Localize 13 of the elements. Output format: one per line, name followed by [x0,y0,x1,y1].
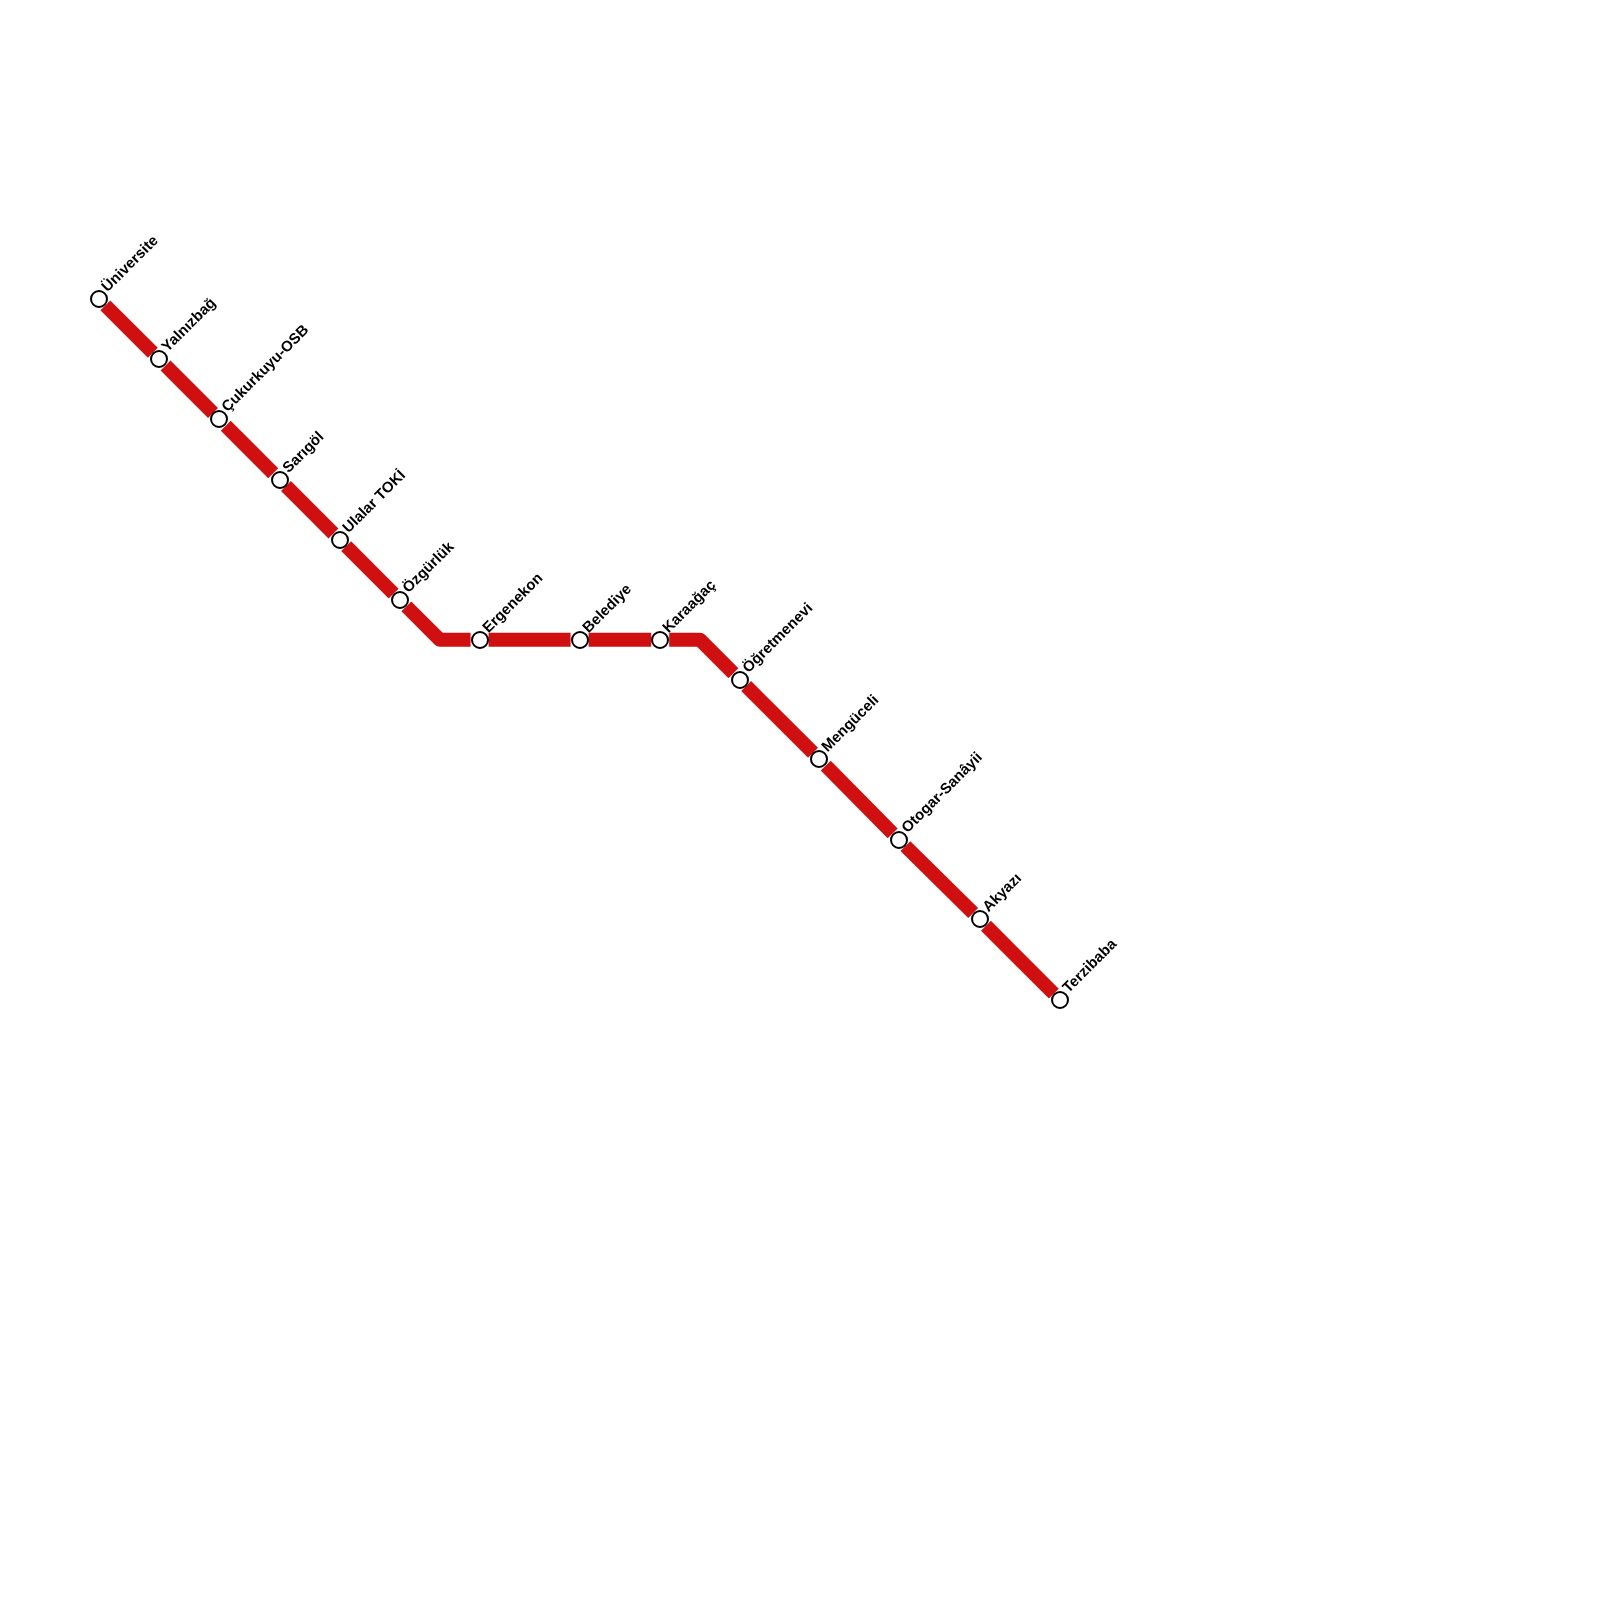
rail-line [160,360,218,418]
rail-line [488,632,571,647]
rail-line [820,760,898,839]
rail-line [741,681,818,758]
rail-line [281,481,339,539]
rail-line [401,601,471,647]
rail-line [588,632,652,647]
rail-line [100,300,158,358]
rail-line [900,841,979,919]
rail-line [669,632,739,679]
rail-line [220,420,279,479]
rail-line [981,920,1059,999]
rail-line [341,541,399,599]
